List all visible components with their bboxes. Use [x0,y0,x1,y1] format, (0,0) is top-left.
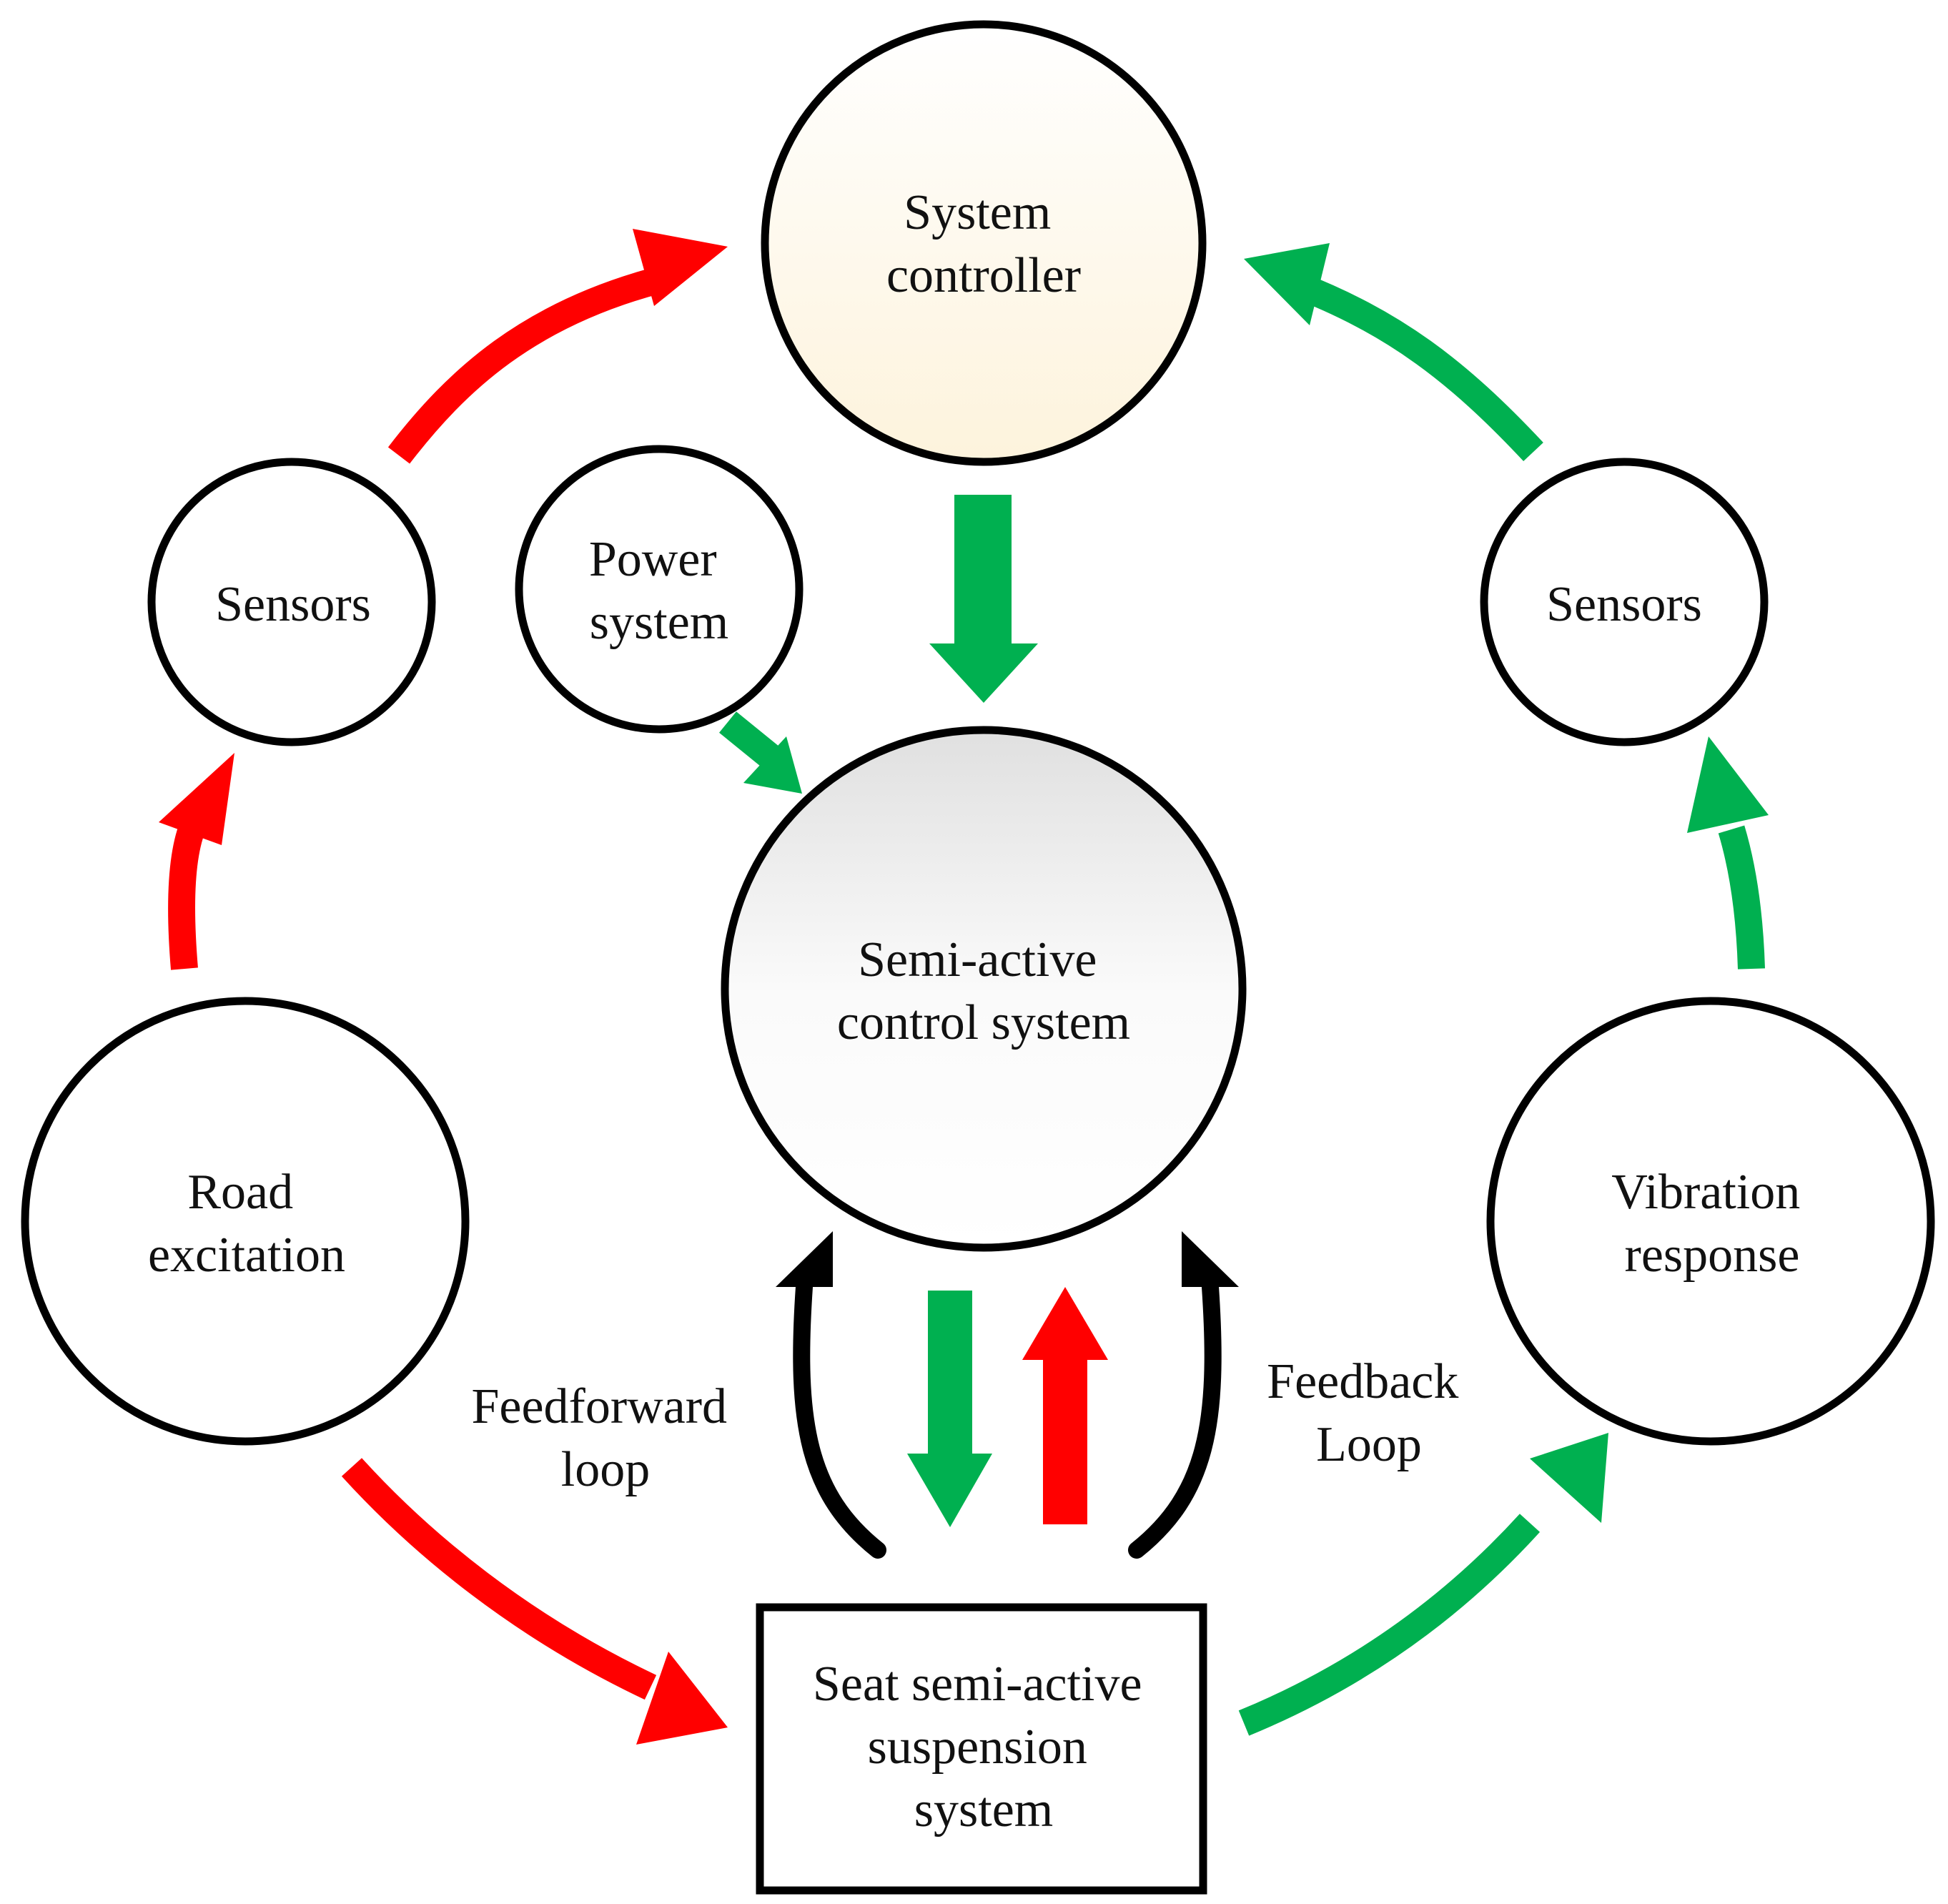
arrows [159,229,1769,1745]
arrow-control-to-seat [907,1291,992,1527]
node-power-system: Power system [515,445,804,734]
arrow-road-to-sensors [159,753,234,970]
arrow-sensors-to-controller [387,229,728,464]
node-label: Semi-active control system [837,932,1130,1050]
node-label: System controller [886,185,1081,303]
node-sensors-right: Sensors [1480,458,1769,746]
arrow-feedback-loop [1128,1231,1239,1559]
node-label: Seat semi-active suspension system [813,1657,1155,1838]
arrow-vibration-to-sensors [1687,736,1769,970]
node-label: Vibration response [1611,1165,1813,1283]
node-label: Power system [589,532,729,650]
node-label: Sensors [215,577,371,632]
node-semi-active-control-system: Semi-active control system [721,726,1247,1252]
arrow-power-to-control [719,711,802,794]
feedback-loop-label: Feedback Loop [1267,1354,1471,1472]
node-sensors-left: Sensors [147,458,436,746]
arrow-controller-to-control [929,495,1038,703]
node-seat-suspension-system: Seat semi-active suspension system [756,1603,1207,1895]
arrow-seat-to-control [1022,1287,1108,1524]
arrow-seat-to-vibration [1238,1433,1608,1736]
arrow-sensors-to-controller-right [1244,243,1543,461]
node-label: Road excitation [148,1165,345,1283]
node-vibration-response: Vibration response [1486,997,1935,1446]
node-label: Sensors [1546,577,1702,632]
node-road-excitation: Road excitation [21,997,470,1446]
node-system-controller: System controller [761,20,1207,466]
arrow-feedforward-loop [776,1231,886,1559]
arrow-road-to-seat [341,1458,728,1745]
feedforward-loop-label: Feedforward loop [471,1379,739,1497]
